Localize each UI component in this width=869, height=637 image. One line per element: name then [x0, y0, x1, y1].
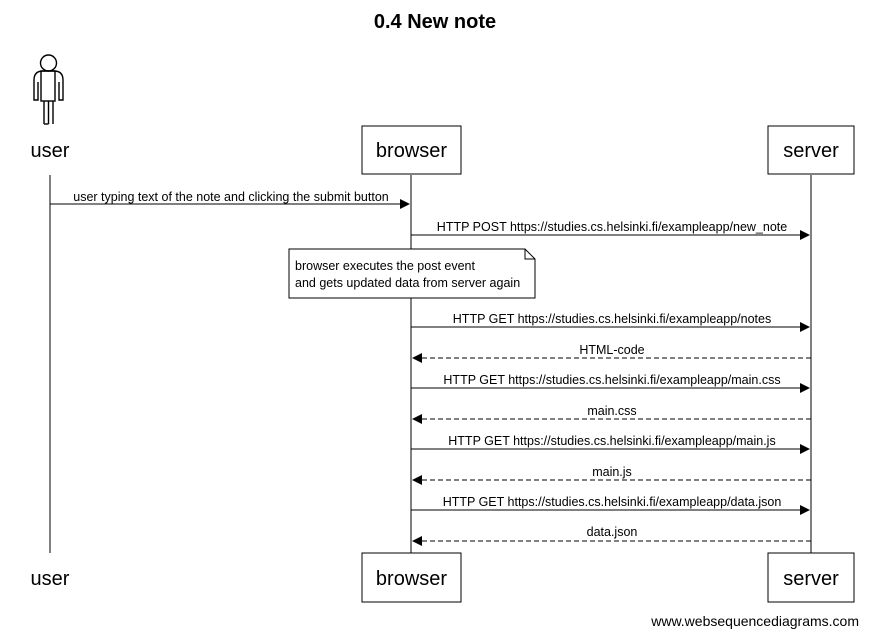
- message-7: HTTP GET https://studies.cs.helsinki.fi/…: [411, 434, 810, 454]
- message-label: HTTP POST https://studies.cs.helsinki.fi…: [437, 220, 787, 234]
- participant-label-user: user: [31, 140, 70, 162]
- note-box: [288, 248, 536, 299]
- message-5: HTTP GET https://studies.cs.helsinki.fi/…: [411, 373, 810, 393]
- message-1: user typing text of the note and clickin…: [50, 190, 410, 209]
- note-browser: browser executes the post event and gets…: [288, 248, 536, 299]
- actor-user-bottom: user: [31, 568, 70, 590]
- message-label: main.js: [592, 465, 632, 479]
- participant-server-bottom: server: [767, 552, 855, 603]
- message-3: HTTP GET https://studies.cs.helsinki.fi/…: [411, 312, 810, 332]
- message-label: data.json: [587, 525, 638, 539]
- message-10: data.json: [412, 525, 811, 546]
- message-label: HTTP GET https://studies.cs.helsinki.fi/…: [448, 434, 775, 448]
- note-fold: [524, 249, 535, 260]
- note-line-1: browser executes the post event: [295, 259, 475, 273]
- message-label: user typing text of the note and clickin…: [73, 190, 389, 204]
- message-9: HTTP GET https://studies.cs.helsinki.fi/…: [411, 495, 810, 515]
- participant-browser-bottom: browser: [361, 552, 462, 603]
- message-8: main.js: [412, 465, 811, 485]
- participant-label-server-bottom: server: [783, 568, 839, 590]
- participant-label-browser-bottom: browser: [376, 568, 447, 590]
- actor-user-top: user: [31, 54, 70, 162]
- message-label: main.css: [587, 404, 636, 418]
- participant-box: [767, 552, 855, 603]
- message-6: main.css: [412, 404, 811, 424]
- message-label: HTTP GET https://studies.cs.helsinki.fi/…: [443, 373, 780, 387]
- participant-box: [361, 552, 462, 603]
- message-label: HTML-code: [579, 343, 644, 357]
- footer-credit: www.websequencediagrams.com: [650, 613, 859, 629]
- message-label: HTTP GET https://studies.cs.helsinki.fi/…: [443, 495, 782, 509]
- diagram-title: 0.4 New note: [374, 11, 496, 33]
- participant-browser-top: browser: [361, 125, 462, 175]
- participant-server-top: server: [767, 125, 855, 175]
- note-line-2: and gets updated data from server again: [295, 276, 520, 290]
- participant-box: [767, 125, 855, 175]
- actor-icon: [33, 54, 64, 125]
- participant-box: [361, 125, 462, 175]
- message-4: HTML-code: [412, 343, 811, 363]
- participant-label-server: server: [783, 140, 839, 162]
- participant-label-browser: browser: [376, 140, 447, 162]
- message-label: HTTP GET https://studies.cs.helsinki.fi/…: [453, 312, 771, 326]
- message-2: HTTP POST https://studies.cs.helsinki.fi…: [411, 220, 810, 240]
- participant-label-user-bottom: user: [31, 568, 70, 590]
